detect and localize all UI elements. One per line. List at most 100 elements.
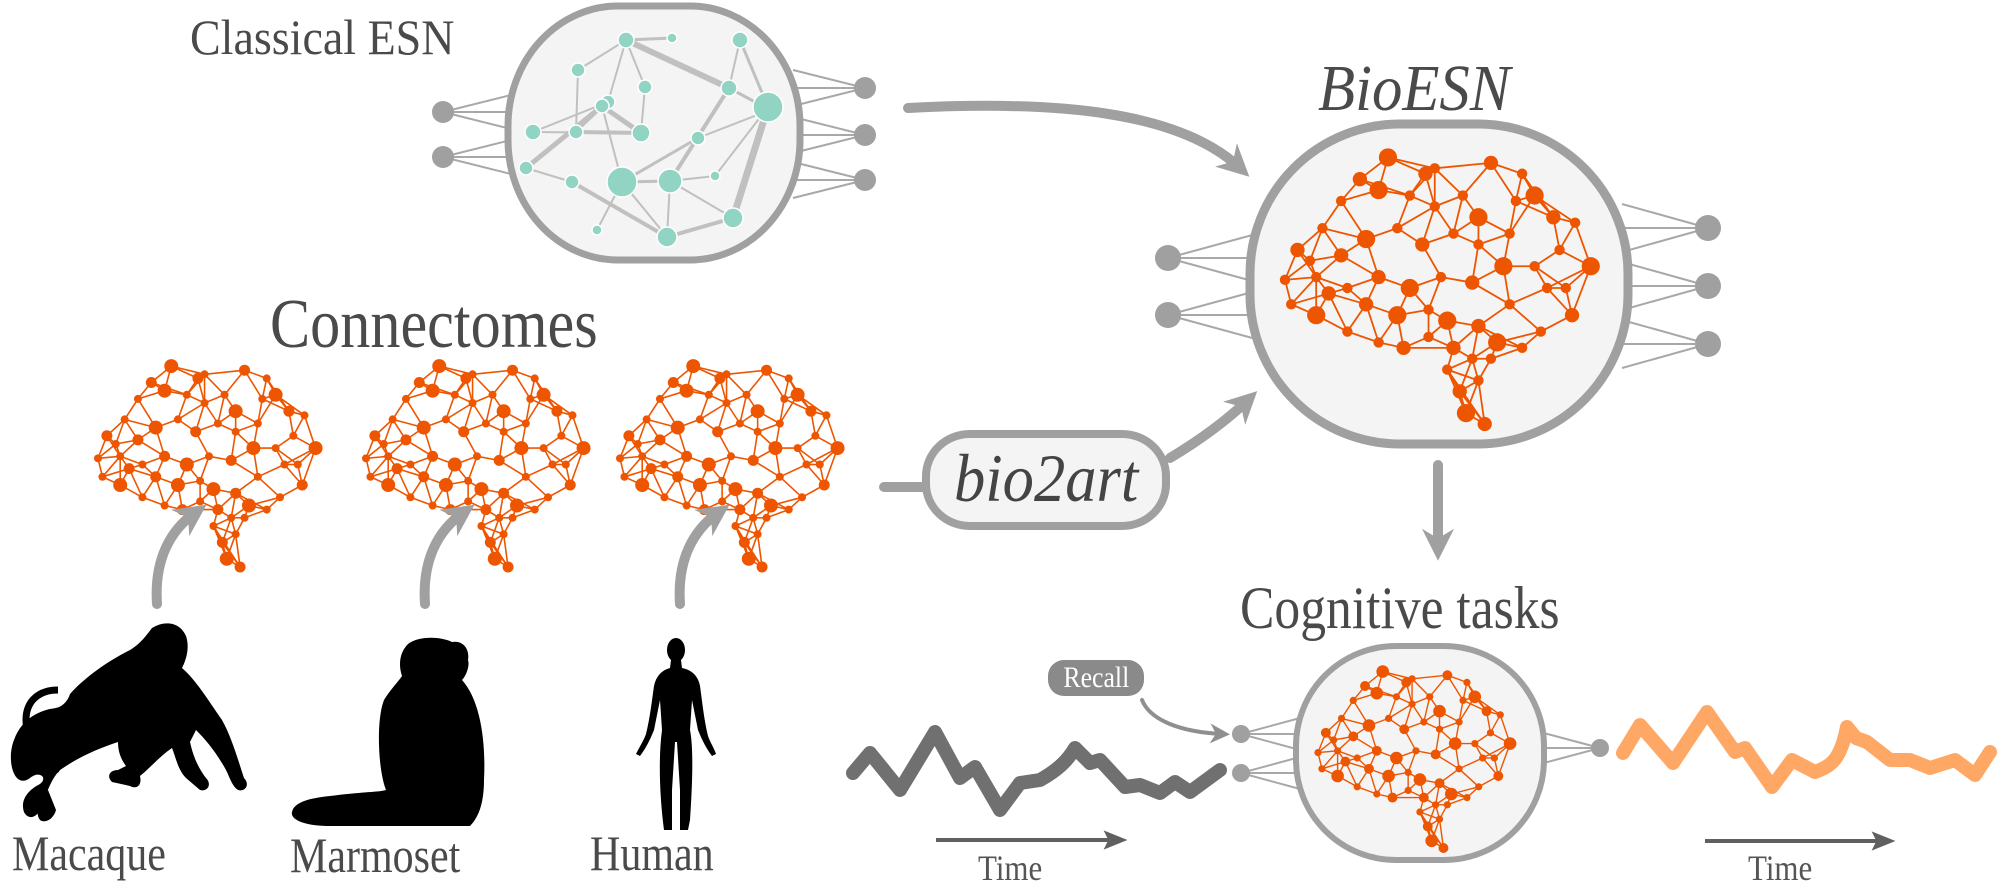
- connectome-node: [1432, 801, 1440, 809]
- network-node: [568, 124, 584, 140]
- connectome-edge: [1490, 162, 1517, 202]
- connectome-edge: [1309, 227, 1324, 262]
- input-node: [1232, 725, 1250, 743]
- connectome-node: [1337, 714, 1346, 723]
- connectome-node: [487, 551, 502, 566]
- connectome-node: [493, 454, 505, 466]
- connectome-node: [220, 390, 229, 399]
- connectome-node: [682, 501, 691, 510]
- input-connection: [1240, 717, 1301, 735]
- bioesn-io-connections: [1167, 203, 1709, 369]
- marmoset-silhouette: [291, 637, 485, 826]
- connectome-edge: [1458, 768, 1480, 788]
- connectome-node: [196, 476, 205, 485]
- species-label-human: Human: [590, 825, 714, 881]
- connectome-node: [145, 377, 157, 388]
- connectome-edge: [765, 369, 785, 400]
- connectome-edge: [779, 476, 803, 498]
- connectome-node: [150, 471, 162, 483]
- connectome-node: [1433, 704, 1446, 718]
- connectome-edge: [1347, 330, 1379, 344]
- connectome-node: [366, 472, 375, 481]
- connectome-node: [1535, 326, 1547, 337]
- connectome-node: [701, 457, 716, 472]
- connectome-node: [1569, 217, 1581, 228]
- network-node: [631, 123, 651, 143]
- connectome-node: [280, 460, 289, 469]
- connectome-node: [138, 493, 147, 502]
- connectome-node: [1438, 843, 1449, 853]
- network-edge: [607, 39, 627, 103]
- connectome-edge: [1321, 200, 1342, 229]
- connectomes-title: Connectomes: [270, 286, 598, 363]
- connectome-node: [159, 450, 171, 462]
- connectome-node: [1465, 275, 1480, 290]
- connectome-edge: [1509, 287, 1548, 306]
- connectome-node: [695, 415, 704, 424]
- connectome-node: [1371, 269, 1386, 285]
- connectome-node: [1494, 257, 1513, 276]
- connectome-node: [212, 504, 224, 516]
- connectome-edge: [1477, 380, 1486, 425]
- connectome-edge: [115, 419, 126, 445]
- output-node: [1695, 273, 1721, 299]
- connectome-edge: [1333, 718, 1343, 741]
- connectome-node: [379, 440, 388, 448]
- connectome-node: [239, 364, 251, 376]
- connectome-edge: [1434, 205, 1455, 235]
- connectome-node: [271, 444, 280, 453]
- connectome-node: [1358, 297, 1374, 312]
- connectome-node: [101, 430, 113, 442]
- connectome-node: [170, 478, 185, 492]
- connectome-node: [234, 561, 246, 573]
- connectome-node: [1353, 783, 1361, 791]
- connectome-node: [428, 501, 437, 510]
- connectome-node: [148, 420, 163, 435]
- network-node: [720, 79, 738, 97]
- connectome-node: [811, 431, 820, 440]
- bioesn-title: BioESN: [1318, 52, 1511, 125]
- connectome-node: [1488, 333, 1507, 352]
- connectome-node: [1390, 751, 1403, 765]
- network-node: [731, 31, 749, 49]
- connectome-node: [714, 372, 726, 384]
- time-label-output: Time: [1748, 848, 1813, 888]
- connectome-node: [660, 493, 669, 502]
- connectome-edge: [511, 369, 531, 400]
- connectome-node: [369, 430, 381, 442]
- connectome-edge: [1412, 674, 1448, 680]
- connectome-node: [762, 513, 771, 522]
- connectome-edge: [1284, 260, 1311, 281]
- network-node: [752, 91, 784, 123]
- connectome-node: [1335, 195, 1347, 207]
- connectome-node: [1353, 754, 1361, 762]
- connectome-node: [132, 434, 144, 446]
- connectome-node: [1430, 749, 1441, 760]
- connectome-node: [1286, 299, 1297, 310]
- network-node: [518, 160, 534, 176]
- connectome-edge: [779, 463, 807, 478]
- input-node: [1232, 764, 1250, 782]
- connectome-node: [1485, 353, 1497, 364]
- network-node: [564, 174, 580, 190]
- connectome-node: [750, 404, 765, 419]
- connectome-node: [450, 390, 459, 399]
- connectome-node: [645, 463, 657, 475]
- connectome-node: [1400, 278, 1419, 298]
- connectome-node: [258, 394, 267, 403]
- connectome-node: [276, 493, 285, 502]
- connectome-node: [818, 479, 830, 491]
- connectome-node: [1396, 340, 1411, 355]
- connectome-edge: [1290, 276, 1317, 305]
- connectome-node: [747, 454, 759, 466]
- connectome-edge: [212, 525, 241, 568]
- output-connection: [1621, 285, 1709, 311]
- network-node: [722, 207, 744, 229]
- connectome-edge: [485, 394, 494, 424]
- connectome-node: [1314, 749, 1322, 757]
- connectome-node: [1471, 318, 1486, 334]
- connectome-edge: [797, 447, 821, 466]
- connectome-node: [530, 374, 539, 383]
- connectome-node: [753, 530, 762, 539]
- connectome-node: [1304, 255, 1316, 266]
